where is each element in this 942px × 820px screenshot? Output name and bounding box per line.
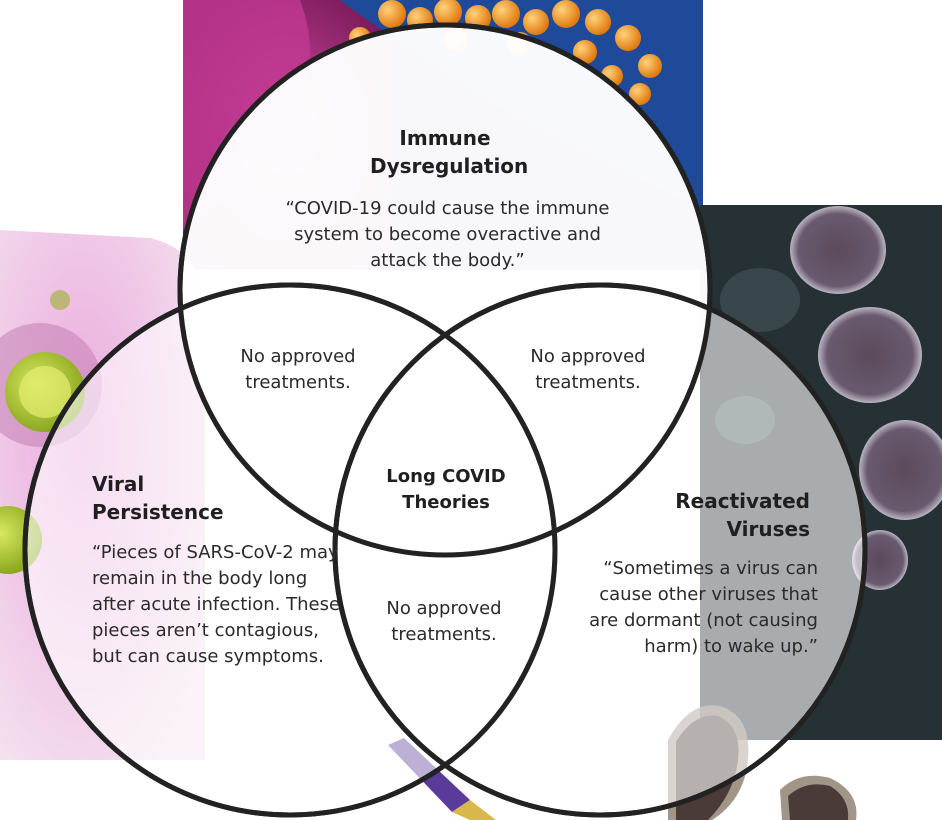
immune-dysregulation-title: Immune Dysregulation (370, 126, 529, 178)
overlap-immune-viral-label: No approved treatments. (240, 346, 356, 393)
immune-dysregulation-quote: “COVID-19 could cause the immune system … (285, 198, 610, 271)
viral-persistence-quote: “Pieces of SARS-CoV-2 may remain in the … (92, 542, 341, 667)
overlap-immune-reactivated-label: No approved treatments. (530, 346, 646, 393)
reactivated-viruses-quote: “Sometimes a virus can cause other virus… (589, 558, 818, 657)
center-label: Long COVID Theories (386, 466, 506, 513)
viral-persistence-title: Viral Persistence (92, 472, 224, 524)
overlap-viral-reactivated-label: No approved treatments. (386, 598, 502, 645)
reactivated-viruses-title: Reactivated Viruses (675, 489, 810, 541)
